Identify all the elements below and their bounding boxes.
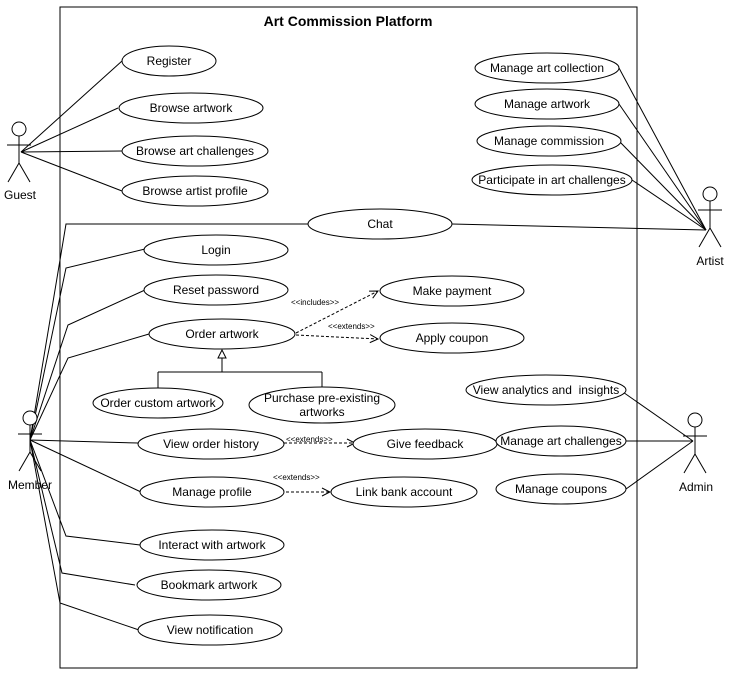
actor-member-label: Member <box>8 478 52 492</box>
uc-register: Register <box>147 54 192 68</box>
uc-apply-coupon: Apply coupon <box>416 331 489 345</box>
uc-order-custom-artwork: Order custom artwork <box>100 396 216 410</box>
uc-manage-coupons: Manage coupons <box>515 482 607 496</box>
uc-manage-art-collection: Manage art collection <box>490 61 604 75</box>
extends-label-feedback: <<extends>> <box>286 435 333 444</box>
actor-member <box>18 410 42 472</box>
dependency-lines <box>264 291 378 492</box>
uc-browse-artwork: Browse artwork <box>150 101 234 115</box>
system-boundary <box>59 6 638 669</box>
actor-admin-label: Admin <box>679 480 713 494</box>
uc-manage-artwork: Manage artwork <box>504 97 591 111</box>
actor-artist-label: Artist <box>696 254 724 268</box>
uc-participate-challenges: Participate in art challenges <box>478 173 625 187</box>
actor-artist <box>698 186 722 248</box>
uc-purchase-line1: Purchase pre-existing <box>264 391 380 405</box>
uc-browse-challenges: Browse art challenges <box>136 144 254 158</box>
diagram-title: Art Commission Platform <box>264 13 433 29</box>
uc-view-notification: View notification <box>167 623 254 637</box>
uc-view-order-history: View order history <box>163 437 259 451</box>
uc-view-analytics: View analytics and insights <box>473 383 620 397</box>
uc-manage-art-challenges: Manage art challenges <box>500 434 621 448</box>
includes-label-payment: <<includes>> <box>291 298 339 307</box>
uc-bookmark-artwork: Bookmark artwork <box>161 578 259 592</box>
uc-give-feedback: Give feedback <box>387 437 465 451</box>
use-cases <box>92 45 633 646</box>
uc-purchase-line2: artworks <box>299 405 344 419</box>
uc-browse-artist-profile: Browse artist profile <box>142 184 248 198</box>
extends-label-coupon: <<extends>> <box>328 322 375 331</box>
actor-guest <box>7 121 31 183</box>
uc-interact-artwork: Interact with artwork <box>158 538 266 552</box>
generalization-order-artwork <box>157 348 323 388</box>
uc-login: Login <box>201 243 230 257</box>
actor-admin <box>683 412 707 474</box>
uc-order-artwork: Order artwork <box>185 327 259 341</box>
uc-link-bank-account: Link bank account <box>356 485 453 499</box>
uc-manage-commission: Manage commission <box>494 134 604 148</box>
extends-label-bank: <<extends>> <box>273 473 320 482</box>
associations <box>20 60 707 631</box>
uc-manage-profile: Manage profile <box>172 485 252 499</box>
uc-chat: Chat <box>367 217 393 231</box>
uc-make-payment: Make payment <box>413 284 492 298</box>
uc-reset-password: Reset password <box>173 283 259 297</box>
actor-guest-label: Guest <box>4 188 37 202</box>
